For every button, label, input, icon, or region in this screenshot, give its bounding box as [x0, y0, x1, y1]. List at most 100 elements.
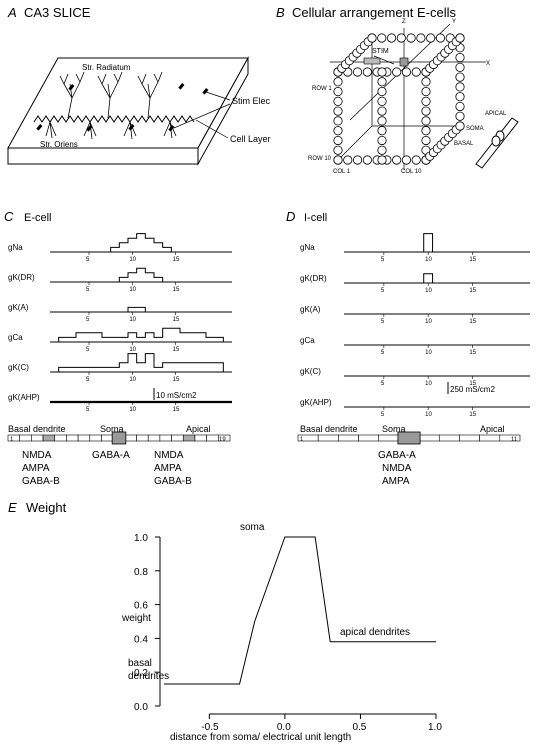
icell-bar-n2: 11 — [511, 437, 518, 443]
cell-circle — [421, 86, 431, 97]
row-tick-label-0-0: 5 — [86, 257, 90, 263]
row10-label: ROW 10 — [308, 156, 332, 162]
panel-d-title: I-cell — [304, 212, 327, 224]
icell-bar-n1: 1 — [300, 437, 304, 443]
icell-soma-syn-1: NMDA — [382, 463, 412, 474]
row-tick-label-4-2: 15 — [469, 381, 476, 387]
cell-circle — [333, 126, 343, 136]
y-tick-label-3: 0.6 — [134, 601, 148, 612]
axis-y-label: Y — [452, 19, 456, 25]
cell-circle — [377, 116, 387, 126]
ecell-basal-syn-0: NMDA — [22, 450, 52, 461]
cell-circle — [421, 106, 431, 116]
annotation-basal-1: basal — [128, 658, 152, 669]
row-tick-label-5-1: 10 — [425, 412, 432, 418]
ecell-compartment-bar — [7, 431, 231, 445]
row-tick-label-3-1: 10 — [425, 350, 432, 356]
row-label-2: gK(A) — [8, 303, 29, 312]
row-label-3: gCa — [8, 333, 23, 342]
cell-grid-cube — [330, 23, 486, 170]
annotation-apical-dendrites: apical dendrites — [340, 627, 410, 638]
row-tick-label-3-0: 5 — [381, 350, 385, 356]
y-tick-label-0: 0.0 — [134, 702, 148, 713]
bar-segment-3 — [358, 434, 380, 442]
row-tick-label-5-1: 10 — [129, 407, 136, 413]
cell-circle — [455, 52, 465, 63]
cell-layer-line — [33, 115, 195, 123]
row-label-5: gK(AHP) — [8, 393, 40, 402]
cell-circle — [455, 121, 465, 131]
row-tick-label-1-1: 10 — [425, 288, 432, 294]
cell-circle — [333, 135, 343, 146]
annotation-basal-2: dendrites — [128, 671, 169, 682]
bar-segment-16 — [194, 434, 207, 442]
icell-compartment-bar — [297, 431, 521, 445]
row-tick-label-3-2: 15 — [469, 350, 476, 356]
bar-segment-5 — [66, 434, 79, 442]
row-tick-label-3-0: 5 — [86, 347, 90, 353]
bar-segment-17 — [206, 434, 219, 442]
y-tick-label-4: 0.8 — [134, 567, 148, 578]
cell-circle — [352, 155, 363, 165]
slice-side-face — [197, 56, 249, 166]
stim-block — [363, 57, 381, 65]
icell-scale-label: 250 mS/cm2 — [450, 385, 495, 394]
bar-segment-4 — [54, 434, 67, 442]
bar-soma — [111, 431, 127, 445]
bar-segment-2 — [338, 434, 359, 442]
bar-segment-1 — [19, 434, 32, 442]
icell-bar-mid-label: Soma — [382, 424, 406, 434]
cell-circle — [377, 77, 387, 87]
cell-circle — [377, 86, 387, 97]
cell-circle — [377, 145, 387, 155]
cell-circle — [392, 67, 402, 77]
bar-segment-3 — [42, 434, 56, 442]
row-tick-label-0-1: 10 — [129, 257, 136, 263]
stim-label: STIM — [372, 48, 389, 55]
row-tick-label-1-1: 10 — [129, 287, 136, 293]
row-tick-label-3-1: 10 — [129, 347, 136, 353]
cell-circle — [333, 116, 343, 126]
row-tick-label-3-2: 15 — [173, 347, 180, 353]
row-label-5: gK(AHP) — [300, 398, 332, 407]
cell-circle — [362, 155, 372, 165]
icell-soma-syn-2: AMPA — [382, 476, 410, 487]
y-tick-label-5: 1.0 — [134, 533, 148, 544]
ecell-scale-label: 10 mS/cm2 — [156, 391, 197, 400]
cell-circle — [362, 67, 372, 77]
cell-circle — [435, 33, 446, 43]
cell-circle — [401, 67, 412, 77]
bar-segment-11 — [136, 434, 149, 442]
panel-a-title: CA3 SLICE — [24, 5, 91, 20]
row-label-2: gK(A) — [300, 305, 321, 314]
cyl-apical-label: APICAL — [485, 111, 507, 117]
panel-c-title: E-cell — [24, 212, 52, 224]
axis-z-label: Z — [402, 19, 406, 25]
x-tick-label-1: 0.0 — [277, 722, 291, 733]
row-tick-label-5-0: 5 — [86, 407, 90, 413]
cell-circle — [377, 155, 387, 165]
row-tick-label-1-2: 15 — [469, 288, 476, 294]
row-tick-label-2-2: 15 — [173, 317, 180, 323]
x-axis-label: distance from soma/ electrical unit leng… — [170, 732, 351, 743]
panel-c-letter: C — [4, 209, 14, 224]
cell-circle — [455, 101, 465, 112]
bar-segment-15 — [182, 434, 196, 442]
cell-circle — [333, 96, 343, 106]
y-tick-label-1: 0.2 — [134, 668, 148, 679]
compartment-cylinder — [475, 117, 519, 169]
ecell-bar-right-label: Apical — [186, 424, 211, 434]
row-label-3: gCa — [300, 336, 315, 345]
panel-e-title: Weight — [26, 500, 67, 515]
cell-circle — [333, 77, 343, 87]
cell-circle — [426, 33, 436, 43]
row-tick-label-4-0: 5 — [381, 381, 385, 387]
bar-segment-6 — [418, 434, 440, 442]
row-label-1: gK(DR) — [8, 273, 35, 282]
ecell-apical-syn-2: GABA-B — [154, 476, 192, 487]
row-tick-label-1-2: 15 — [173, 287, 180, 293]
